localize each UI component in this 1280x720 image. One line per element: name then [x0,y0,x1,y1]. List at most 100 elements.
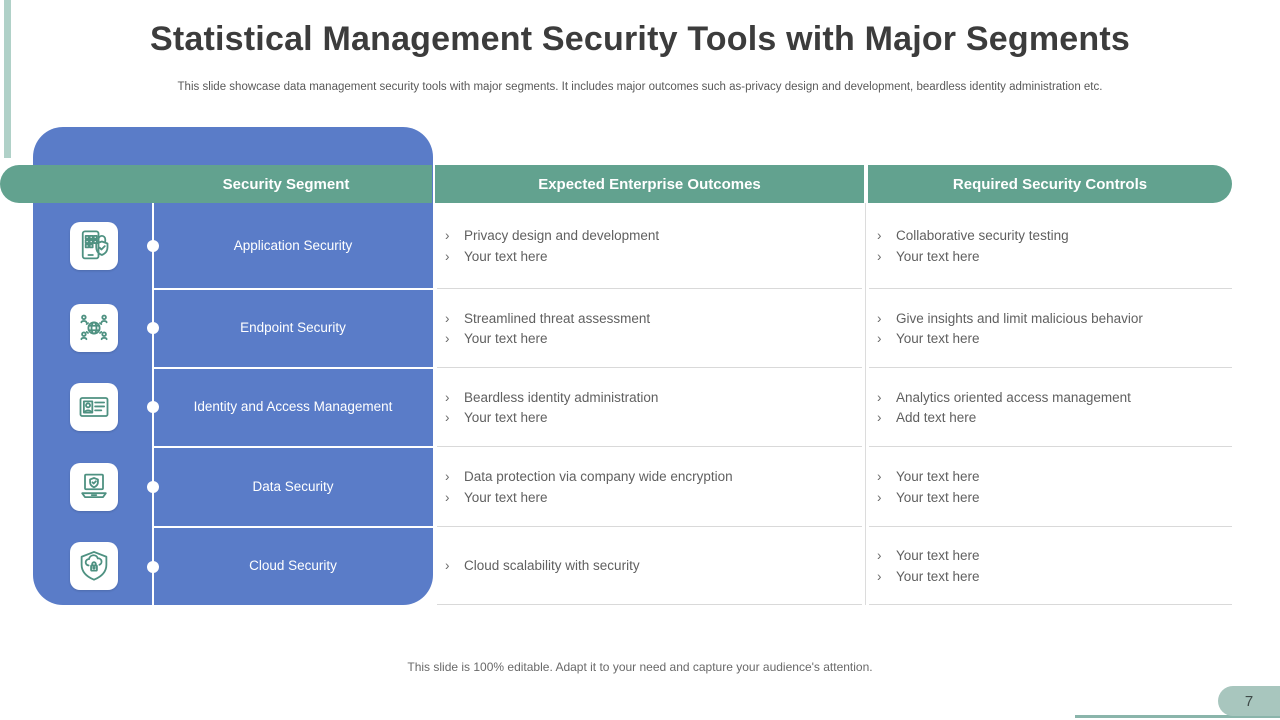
outcomes-cell: › Cloud scalability with security [437,527,857,605]
bullet-text: Streamlined threat assessment [464,310,651,326]
bullet-text: Analytics oriented access management [896,389,1131,405]
chevron-bullet-icon: › [445,248,450,264]
bullet-line: › Privacy design and development [445,226,857,246]
chevron-bullet-icon: › [877,248,882,264]
chevron-bullet-icon: › [877,228,882,243]
chevron-bullet-icon: › [877,548,882,563]
bullet-line: › Your text here [877,329,1229,349]
data-security-icon [70,463,118,511]
row-divider [869,367,1232,368]
identity-access-icon [70,383,118,431]
chevron-bullet-icon: › [877,489,882,505]
chevron-bullet-icon: › [445,331,450,346]
row-dot [147,322,159,334]
bullet-text: Give insights and limit malicious behavi… [896,310,1143,326]
page-number: 7 [1218,686,1280,716]
bullet-text: Your text here [464,331,548,346]
chevron-bullet-icon: › [445,410,450,425]
bullet-line: › Cloud scalability with security [445,556,857,576]
row-divider [153,526,433,528]
bullet-line: › Your text here [445,408,857,428]
chevron-bullet-icon: › [445,310,450,326]
bullet-text: Data protection via company wide encrypt… [464,469,733,484]
accent-bar [4,0,11,158]
bullet-line: › Streamlined threat assessment [445,309,857,329]
segment-label: Application Security [233,237,353,253]
controls-cell: › Analytics oriented access management › A… [869,368,1229,447]
outcomes-cell: › Beardless identity administration › Your… [437,368,857,447]
segment-panel [33,127,433,605]
chevron-bullet-icon: › [445,389,450,405]
controls-cell: ›Your text here ›Your text here [869,527,1229,605]
row-dot [147,240,159,252]
segment-label: Data Security [252,478,334,494]
row-divider [869,288,1232,289]
outcomes-cell: › Privacy design and development › Your te… [437,203,857,289]
column-header-security-segment: Security Segment [0,165,432,203]
bullet-line: › Your text here [445,488,857,508]
bullet-line: › Give insights and limit malicious behav… [877,309,1229,329]
bullet-text: Cloud scalability with security [464,558,640,574]
column-divider-line [865,203,866,605]
outcomes-cell: › Data protection via company wide encryp… [437,447,857,527]
row-divider [869,446,1232,447]
bottom-accent-line [1075,715,1280,718]
bullet-line: › Analytics oriented access management [877,388,1229,408]
bullet-line: › Your text here [877,488,1229,508]
row-dot [147,561,159,573]
controls-cell: › Give insights and limit malicious behav… [869,289,1229,368]
chevron-bullet-icon: › [445,489,450,505]
bullet-line: › Your text here [445,329,857,349]
chevron-bullet-icon: › [445,558,450,574]
row-divider [869,526,1232,527]
row-divider [437,604,862,605]
app-security-icon [70,222,118,270]
footer-note: This slide is 100% editable. Adapt it to… [407,660,873,674]
chevron-bullet-icon: › [877,568,882,584]
chevron-bullet-icon: › [877,469,882,484]
chevron-bullet-icon: › [877,389,882,405]
bullet-text: Collaborative security testing [896,228,1069,243]
bullet-text: Your text here [464,410,548,425]
bullet-text: Your text here [464,248,548,264]
page-title: Statistical Management Security Tools wi… [150,20,1130,58]
segment-label: Cloud Security [249,557,337,573]
bullet-text: Your text here [896,248,980,264]
bullet-text: Your text here [464,489,548,505]
row-divider [437,367,862,368]
row-divider [437,288,862,289]
bullet-text: Your text here [896,331,980,346]
segment-label: Endpoint Security [240,320,346,336]
row-divider [869,604,1232,605]
bullet-text: Your text here [896,489,980,505]
bullet-text: Beardless identity administration [464,389,659,405]
bullet-line: › Your text here [877,247,1229,267]
bullet-line: › Add text here [877,408,1229,428]
chevron-bullet-icon: › [877,410,882,425]
row-divider [437,446,862,447]
subtitle: This slide showcase data management secu… [177,81,1103,93]
row-divider [153,367,433,369]
bullet-line: › Beardless identity administration [445,388,857,408]
controls-cell: › Your text here › Your text here [869,447,1229,527]
chevron-bullet-icon: › [445,228,450,243]
row-divider [153,446,433,448]
chevron-bullet-icon: › [445,469,450,484]
row-divider [437,526,862,527]
segment-label: Identity and Access Management [193,399,393,415]
bullet-line: ›Your text here [877,567,1229,587]
cloud-security-icon [70,542,118,590]
chevron-bullet-icon: › [877,331,882,346]
bullet-text: Privacy design and development [464,228,660,243]
bullet-line: › Your text here [445,247,857,267]
bullet-text: Add text here [896,410,977,425]
chevron-bullet-icon: › [877,310,882,326]
bullet-text: Your text here [896,469,980,484]
bullet-line: › Collaborative security testing [877,226,1229,246]
row-dot [147,401,159,413]
row-dot [147,481,159,493]
bullet-line: › Your text here [877,467,1229,487]
bullet-line: › Data protection via company wide encryp… [445,467,857,487]
column-header-expected-outcomes: Expected Enterprise Outcomes [435,165,864,203]
